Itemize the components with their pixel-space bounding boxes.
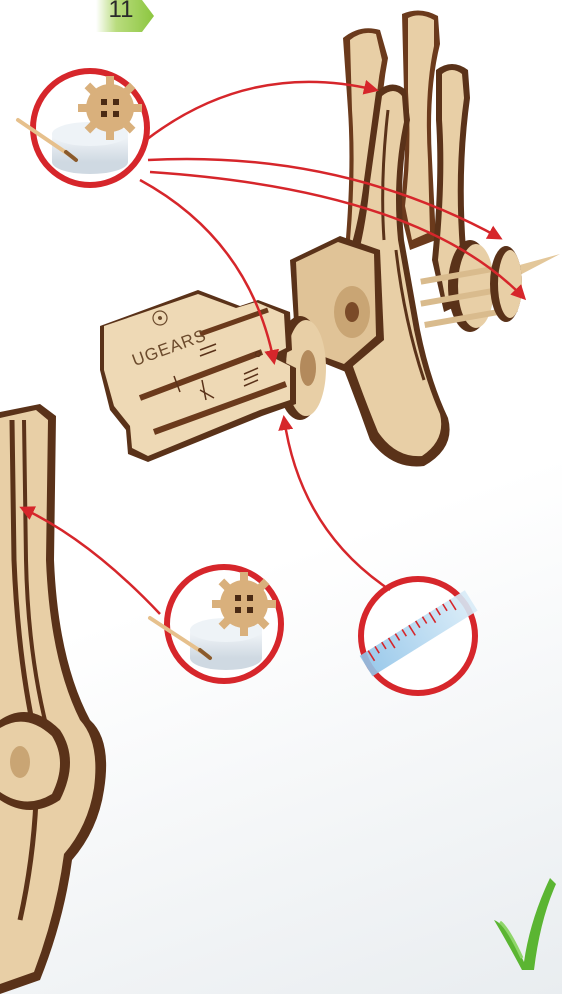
checkmark-icon <box>494 878 556 970</box>
glue-callout-top <box>18 71 147 185</box>
measuring-template: UGEARS <box>100 290 296 462</box>
partial-frame-left <box>0 404 106 994</box>
gear-on-glue-jar-icon <box>78 76 142 140</box>
frame-assembly <box>276 10 560 466</box>
gear-on-glue-jar-icon <box>212 572 276 636</box>
glue-callout-bottom <box>150 567 281 681</box>
measure-callout <box>360 579 478 693</box>
